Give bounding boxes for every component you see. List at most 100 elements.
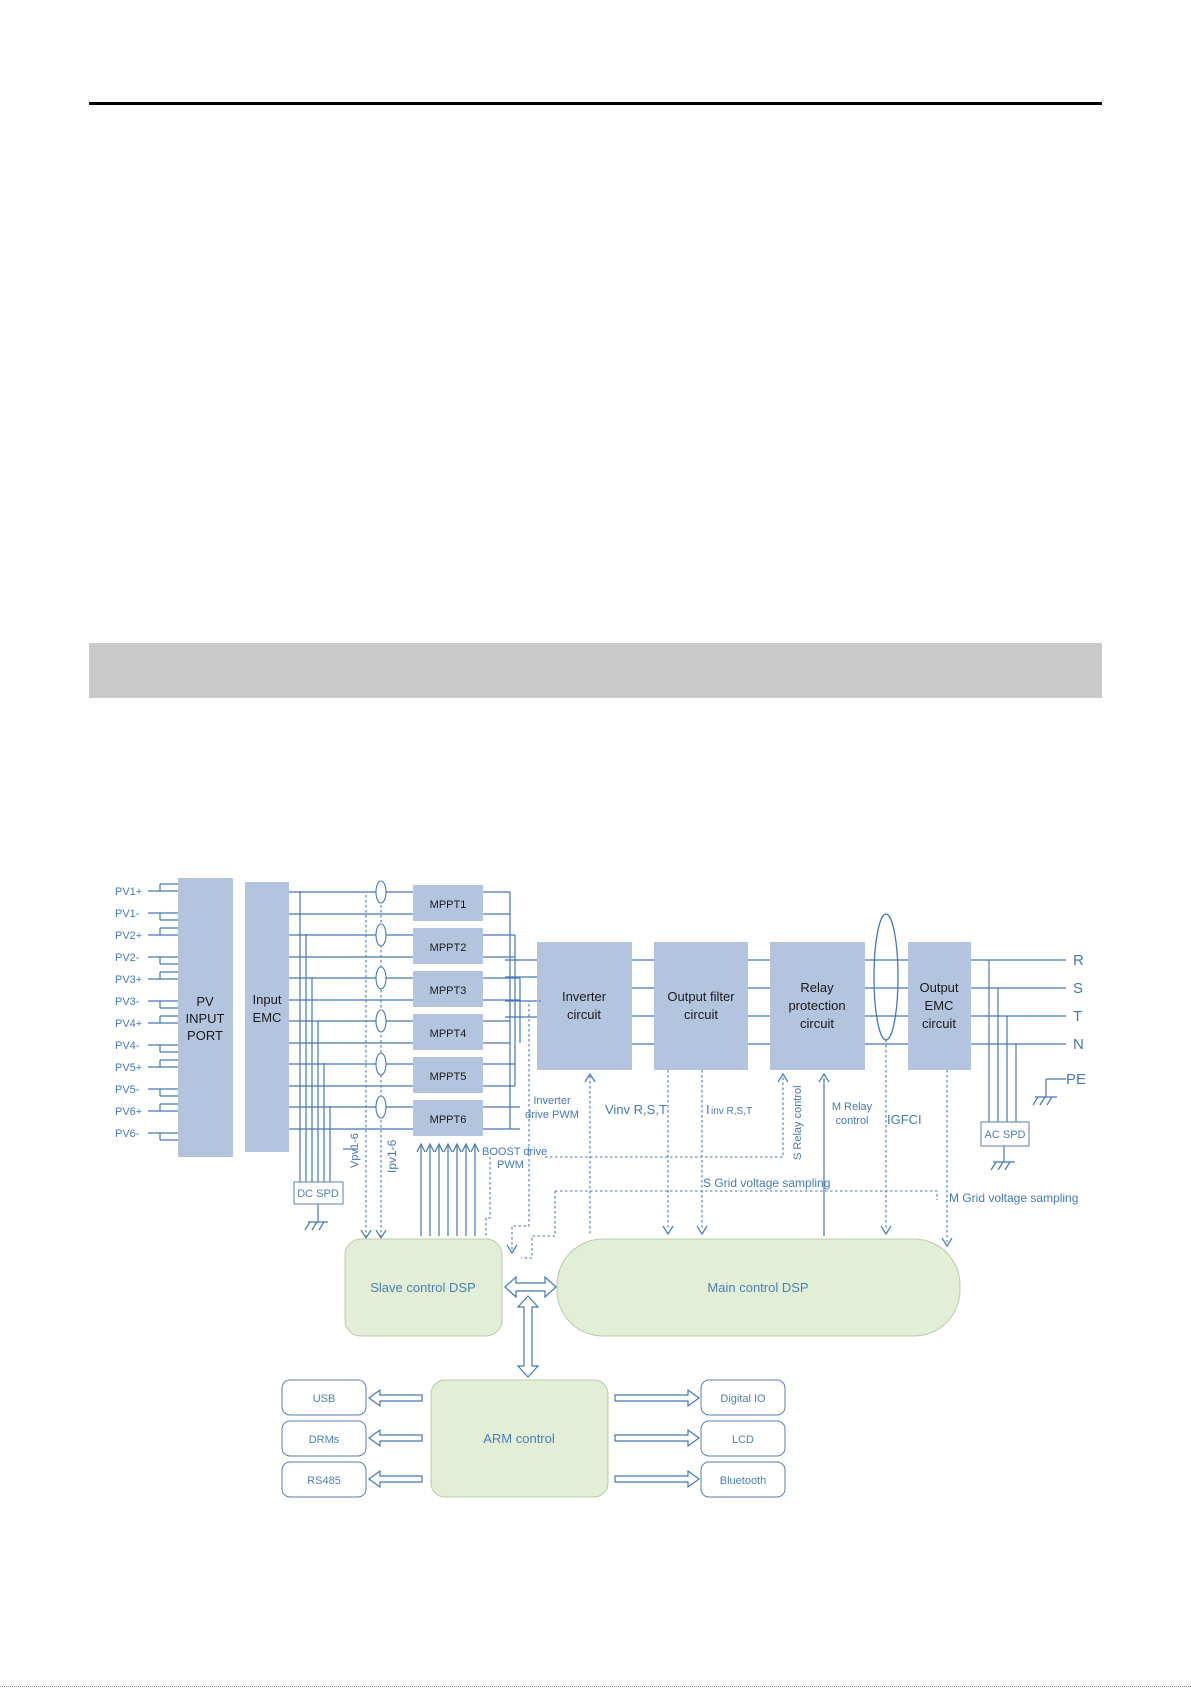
- footer-rule: [0, 1686, 1191, 1688]
- m-grid-label: M Grid voltage sampling: [949, 1191, 1078, 1205]
- digital-io-label: Digital IO: [720, 1393, 766, 1405]
- usb-box: [281, 1379, 367, 1416]
- boost-arrow-head: [425, 1142, 435, 1153]
- main-control-dsp: [556, 1238, 961, 1337]
- vinv-label: Vinv R,S,T: [605, 1102, 667, 1117]
- pv-input-port-l3: PORT: [187, 1028, 223, 1043]
- pv-terminal-label: PV1+: [115, 886, 142, 898]
- peripheral-arrows: [367, 1388, 701, 1489]
- boost-arrow-head: [434, 1142, 444, 1153]
- rs485-label: RS485: [307, 1475, 341, 1487]
- output-s: S: [1073, 980, 1083, 997]
- dc-spd-label: DC SPD: [297, 1188, 339, 1200]
- lcd-label: LCD: [732, 1434, 754, 1446]
- ac-spd-box: [980, 1121, 1030, 1147]
- filter-l2: circuit: [684, 1007, 718, 1022]
- relay-l1: Relay: [800, 980, 834, 995]
- mppt-block: [413, 928, 483, 964]
- boost-label-l1: BOOST drive: [482, 1146, 547, 1158]
- input-emc-block: [245, 882, 289, 1152]
- output-emc-block: [908, 942, 971, 1070]
- boost-drive-arrows: [416, 1142, 491, 1236]
- boost-arrow-head: [452, 1142, 462, 1153]
- pv-terminal-label: PV4-: [115, 1040, 140, 1052]
- ipv-sensor: [375, 1095, 387, 1119]
- mppt-label: MPPT2: [430, 942, 467, 954]
- dsp-link-arrow: [504, 1275, 557, 1299]
- phase-lines: [632, 959, 770, 1045]
- boost-arrow-head: [470, 1142, 480, 1153]
- mppt-block: [413, 885, 483, 921]
- ipv-label: Ipv1-6: [385, 1139, 399, 1173]
- boost-arrow-head: [461, 1142, 471, 1153]
- iinv-label-sub: inv R,S,T: [711, 1106, 752, 1117]
- ipv-sensor: [375, 966, 387, 990]
- pv-terminal-label: PV6-: [115, 1128, 140, 1140]
- input-emc-l1: Input: [253, 992, 282, 1007]
- bluetooth-box: [700, 1461, 786, 1498]
- pv-input-port-l1: PV: [196, 994, 214, 1009]
- pv-terminal-label: PV4+: [115, 1018, 142, 1030]
- filter-l1: Output filter: [667, 989, 735, 1004]
- ac-spd-taps: [988, 960, 1066, 1171]
- boost-arrow-head: [416, 1142, 426, 1153]
- arm-control: [430, 1379, 609, 1498]
- relay-l3: circuit: [800, 1016, 834, 1031]
- pv-terminal-label: PV2+: [115, 930, 142, 942]
- gfci-sensor: [873, 913, 899, 1041]
- output-r: R: [1073, 952, 1084, 969]
- mppt-block: [413, 1100, 483, 1136]
- dc-spd-box: [293, 1181, 344, 1205]
- inverter-l2: circuit: [567, 1007, 601, 1022]
- boost-arrow-head: [443, 1142, 453, 1153]
- mppt-label: MPPT3: [430, 985, 467, 997]
- mppt-block: [413, 971, 483, 1007]
- ipv-sensor: [375, 1009, 387, 1033]
- gfci-label: IGFCI: [887, 1112, 922, 1127]
- inverter-circuit-block: [537, 942, 632, 1070]
- output-emc-l2: EMC: [925, 998, 954, 1013]
- section-band: [89, 643, 1102, 698]
- header-rule: [89, 102, 1102, 105]
- emc-to-mppt-wires: [289, 891, 413, 1130]
- pv-input-port-block: [178, 878, 233, 1157]
- inverter-l1: Inverter: [562, 989, 607, 1004]
- mppt-to-inverter-bus: [483, 891, 537, 1130]
- iinv-label-main: I: [706, 1102, 710, 1117]
- pv-terminal-label: PV5-: [115, 1084, 140, 1096]
- pv-terminals: PV1+PV1-PV2+PV2-PV3+PV3-PV4+PV4-PV5+PV5-…: [115, 883, 178, 1141]
- s-grid-label: S Grid voltage sampling: [703, 1176, 830, 1190]
- boost-drive-path: [485, 1157, 491, 1236]
- arm-link-arrow: [516, 1295, 540, 1378]
- output-n: N: [1073, 1036, 1084, 1053]
- ipv-sensor: [375, 1052, 387, 1076]
- ac-spd-label: AC SPD: [985, 1129, 1026, 1141]
- arm-label: ARM control: [483, 1431, 555, 1446]
- output-filter-block: [654, 942, 748, 1070]
- digital-io-box: [700, 1379, 786, 1416]
- pv-terminal-label: PV6+: [115, 1106, 142, 1118]
- bluetooth-label: Bluetooth: [720, 1475, 766, 1487]
- vpv-ipv-sense: [343, 880, 387, 1240]
- rs485-box: [281, 1461, 367, 1498]
- inv-drive-l2: drive PWM: [525, 1109, 579, 1121]
- ipv-sensor: [375, 923, 387, 947]
- ipv-sensor: [375, 880, 387, 904]
- pe-label: PE: [1066, 1071, 1086, 1088]
- pv-terminal-label: PV3-: [115, 996, 140, 1008]
- pv-terminal-label: PV3+: [115, 974, 142, 986]
- input-emc-l2: EMC: [253, 1010, 282, 1025]
- pv-terminal-label: PV5+: [115, 1062, 142, 1074]
- output-emc-l1: Output: [919, 980, 958, 995]
- pv-terminal-label: PV1-: [115, 908, 140, 920]
- boost-label-l2: PWM: [497, 1159, 524, 1171]
- pv-input-port-l2: INPUT: [186, 1011, 225, 1026]
- drms-box: [281, 1420, 367, 1457]
- s-relay-label: S Relay control: [792, 1085, 804, 1160]
- lcd-box: [700, 1420, 786, 1457]
- output-emc-l3: circuit: [922, 1016, 956, 1031]
- mppt-label: MPPT6: [430, 1114, 467, 1126]
- relay-protection-block: [770, 942, 865, 1070]
